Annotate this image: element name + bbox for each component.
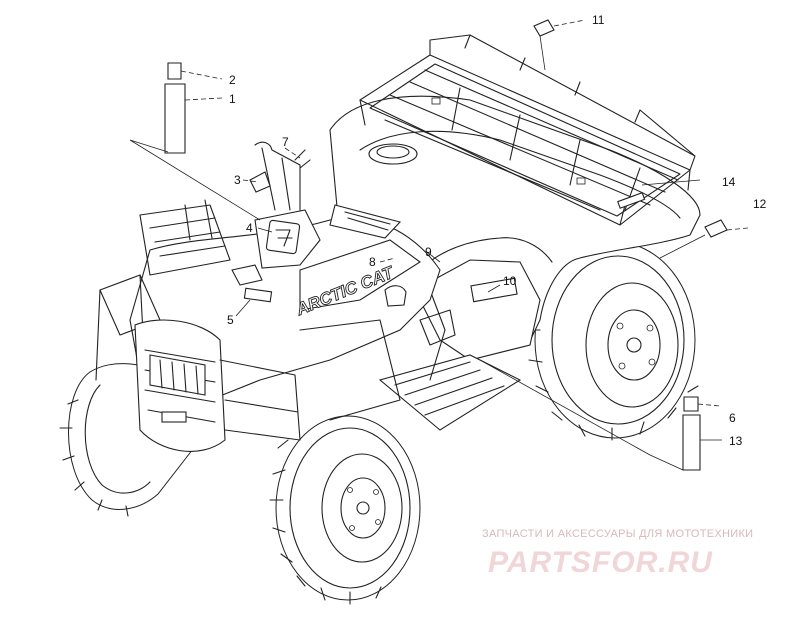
callout-9: 9 — [425, 245, 432, 259]
callout-13: 13 — [729, 434, 743, 448]
leader-lines — [129, 19, 749, 471]
side-panel — [378, 259, 541, 431]
handlebar-console — [231, 141, 321, 286]
callout-8: 8 — [369, 255, 376, 269]
callout-6: 6 — [729, 411, 736, 425]
watermark-logo: PARTSFOR.RU — [488, 546, 713, 579]
callout-7: 7 — [282, 135, 289, 149]
decal-13-tall — [682, 414, 701, 471]
front-bumper — [134, 319, 401, 452]
callouts: 2 1 7 3 4 5 8 9 10 11 14 12 6 13 — [227, 13, 767, 448]
rear-right-wheel — [525, 241, 699, 441]
decal-6-small — [683, 396, 699, 412]
callout-3: 3 — [234, 173, 241, 187]
decal-1-tall — [164, 83, 186, 154]
watermark: ЗАПЧАСТИ И АКСЕССУАРЫ ДЛЯ МОТОТЕХНИКИ PA… — [482, 528, 753, 579]
front-left-wheel — [269, 415, 421, 605]
decal-11-diamond — [533, 19, 555, 37]
rear-rack — [359, 34, 696, 226]
callout-12: 12 — [753, 197, 767, 211]
decal-2-small — [167, 62, 182, 80]
callout-2: 2 — [229, 73, 236, 87]
watermark-tagline: ЗАПЧАСТИ И АКСЕССУАРЫ ДЛЯ МОТОТЕХНИКИ — [482, 528, 753, 540]
callout-5: 5 — [227, 313, 234, 327]
decal-12-diamond — [704, 219, 728, 238]
callout-11: 11 — [592, 13, 605, 27]
callout-14: 14 — [722, 175, 736, 189]
callout-1: 1 — [229, 92, 236, 106]
callout-10: 10 — [503, 274, 517, 288]
callout-4: 4 — [246, 221, 253, 235]
